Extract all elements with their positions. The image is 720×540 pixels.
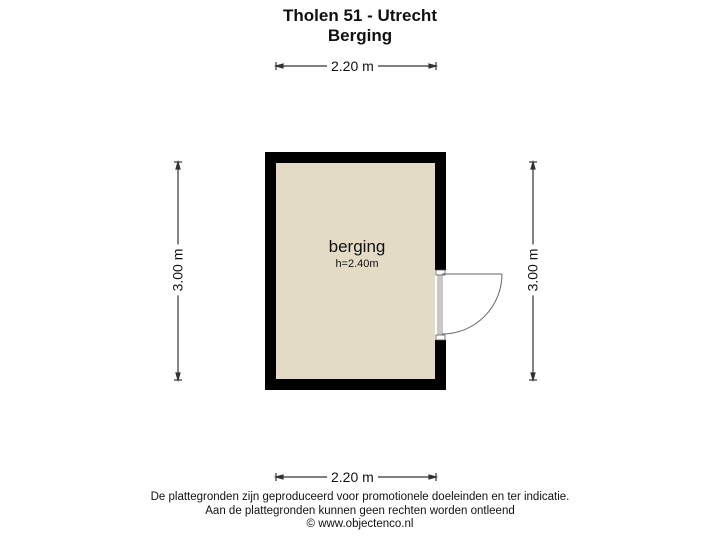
top-dimension-label: 2.20 m: [327, 58, 378, 74]
bottom-dimension-label: 2.20 m: [327, 469, 378, 485]
door: [435, 269, 503, 341]
door-swing-arc: [441, 273, 503, 335]
room-height-label: h=2.40m: [335, 258, 379, 270]
disclaimer-line-1: De plattegronden zijn geproduceerd voor …: [150, 491, 570, 503]
disclaimer-line-2: Aan de plattegronden kunnen geen rechten…: [205, 505, 515, 517]
plan-title: Tholen 51 - Utrecht: [283, 6, 437, 25]
room-walls: [265, 152, 446, 390]
right-dimension-label: 3.00 m: [524, 244, 541, 296]
plan-subtitle: Berging: [327, 26, 393, 45]
left-dimension-label: 3.00 m: [169, 244, 186, 296]
room-floor: [265, 152, 446, 390]
room-label: berging: [328, 237, 386, 256]
copyright-line: © www.objectenco.nl: [306, 518, 414, 530]
